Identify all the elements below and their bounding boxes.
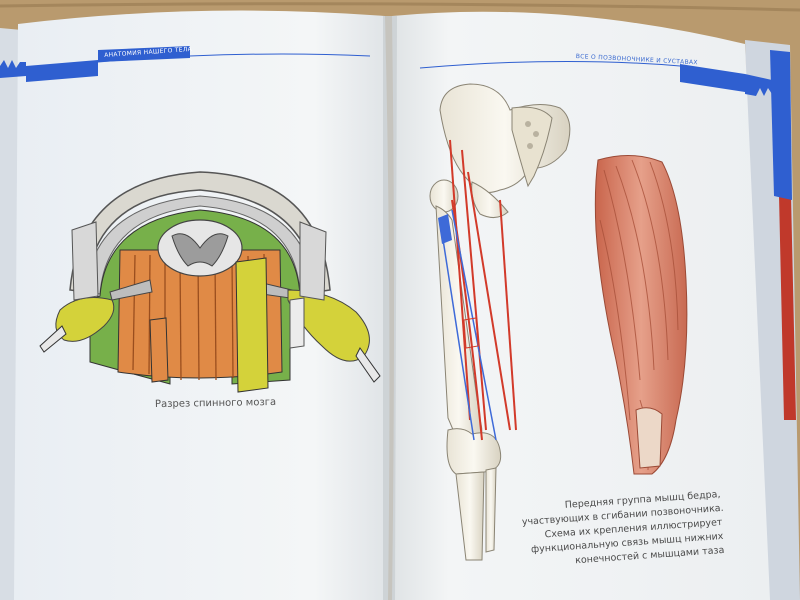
left-figure-caption: Разрез спинного мозга: [154, 396, 277, 411]
left-ganglion: [55, 297, 115, 342]
left-header-bar: [26, 60, 98, 82]
table-grain: [0, 2, 800, 12]
right-figure-caption: Передняя группа мышц бедра, участвующих …: [520, 488, 725, 572]
book-cover-spine-red: [778, 150, 796, 420]
right-edge-wave: [745, 74, 772, 96]
left-header-tab: [98, 46, 190, 62]
book-cover-blue: [770, 50, 792, 200]
thigh-muscles-illustration: [594, 154, 688, 475]
left-header-rule: [97, 53, 371, 63]
leg-skeleton-illustration: [429, 83, 571, 561]
left-edge-wave: [0, 60, 26, 78]
right-header-bar: [680, 64, 745, 92]
gutter-shadow: [383, 16, 397, 600]
spinal-cord-illustration: [39, 171, 381, 393]
right-header-rule: [419, 60, 681, 69]
